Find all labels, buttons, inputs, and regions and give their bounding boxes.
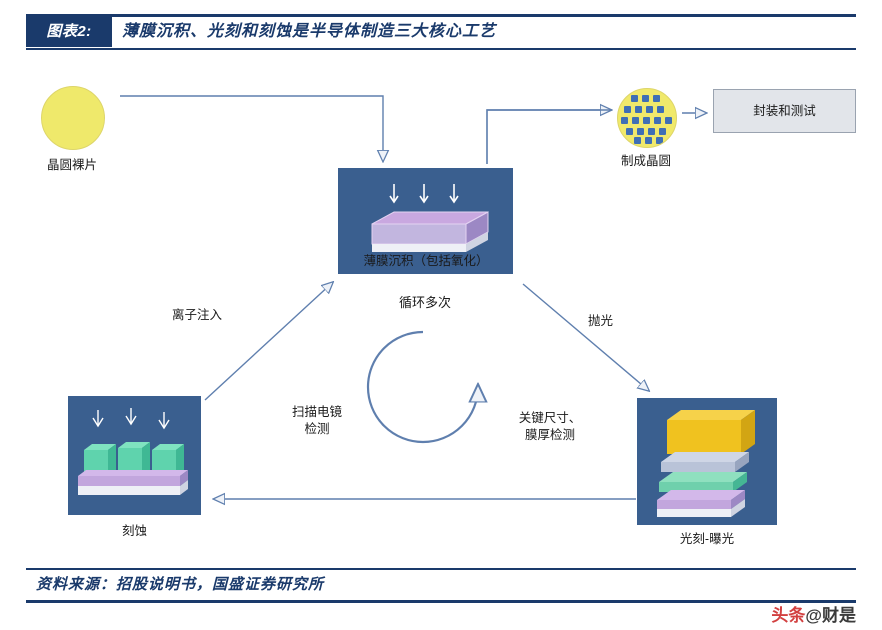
cycle-label: 循环多次 — [398, 295, 451, 310]
etch-box — [68, 396, 201, 515]
sem-inspection-label: 扫描电镜 检测 — [272, 404, 362, 438]
etch-illustration — [78, 408, 188, 495]
header-rule-top — [26, 14, 856, 17]
diagram-canvas: 晶圆裸片 制成晶圆 封装和测试 — [0, 52, 882, 568]
package-test-box: 封装和测试 — [713, 89, 856, 133]
bare-wafer-icon — [41, 86, 105, 150]
figure-title: 薄膜沉积、光刻和刻蚀是半导体制造三大核心工艺 — [122, 23, 497, 40]
figure-number-badge: 图表2: — [26, 17, 112, 47]
watermark: 头条@财是 — [771, 604, 856, 628]
cd-thickness-label: 关键尺寸、 膜厚检测 — [500, 410, 600, 444]
cd-thickness-line1: 关键尺寸、 — [518, 411, 582, 425]
litho-illustration — [657, 410, 755, 517]
polish-label: 抛光 — [588, 314, 614, 328]
litho-label: 光刻-曝光 — [679, 532, 735, 546]
sem-inspection-line1: 扫描电镜 — [291, 405, 342, 419]
watermark-icon: 头条 — [771, 606, 806, 625]
sem-inspection-line2: 检测 — [304, 422, 330, 436]
diagram-arrows — [120, 95, 882, 568]
footer-rule-top — [26, 568, 856, 570]
footer-rule-bottom — [26, 600, 856, 603]
cd-thickness-line2: 膜厚检测 — [524, 428, 575, 442]
watermark-text: @财是 — [805, 606, 856, 625]
etch-label: 刻蚀 — [121, 524, 147, 538]
patterned-wafer-icon — [617, 88, 677, 148]
bare-wafer-label: 晶圆裸片 — [46, 158, 97, 172]
source-label: 资料来源：招股说明书，国盛证券研究所 — [36, 576, 325, 593]
deposition-illustration — [371, 184, 489, 252]
package-test-label: 封装和测试 — [753, 104, 816, 118]
figure-number-label: 图表2: — [46, 23, 92, 40]
deposition-label: 薄膜沉积（包括氧化） — [363, 254, 489, 268]
deposition-box — [338, 168, 513, 274]
litho-box — [637, 398, 777, 525]
ion-implant-label: 离子注入 — [172, 308, 223, 322]
patterned-wafer-label: 制成晶圆 — [620, 154, 671, 168]
header-rule-bottom — [26, 48, 856, 50]
